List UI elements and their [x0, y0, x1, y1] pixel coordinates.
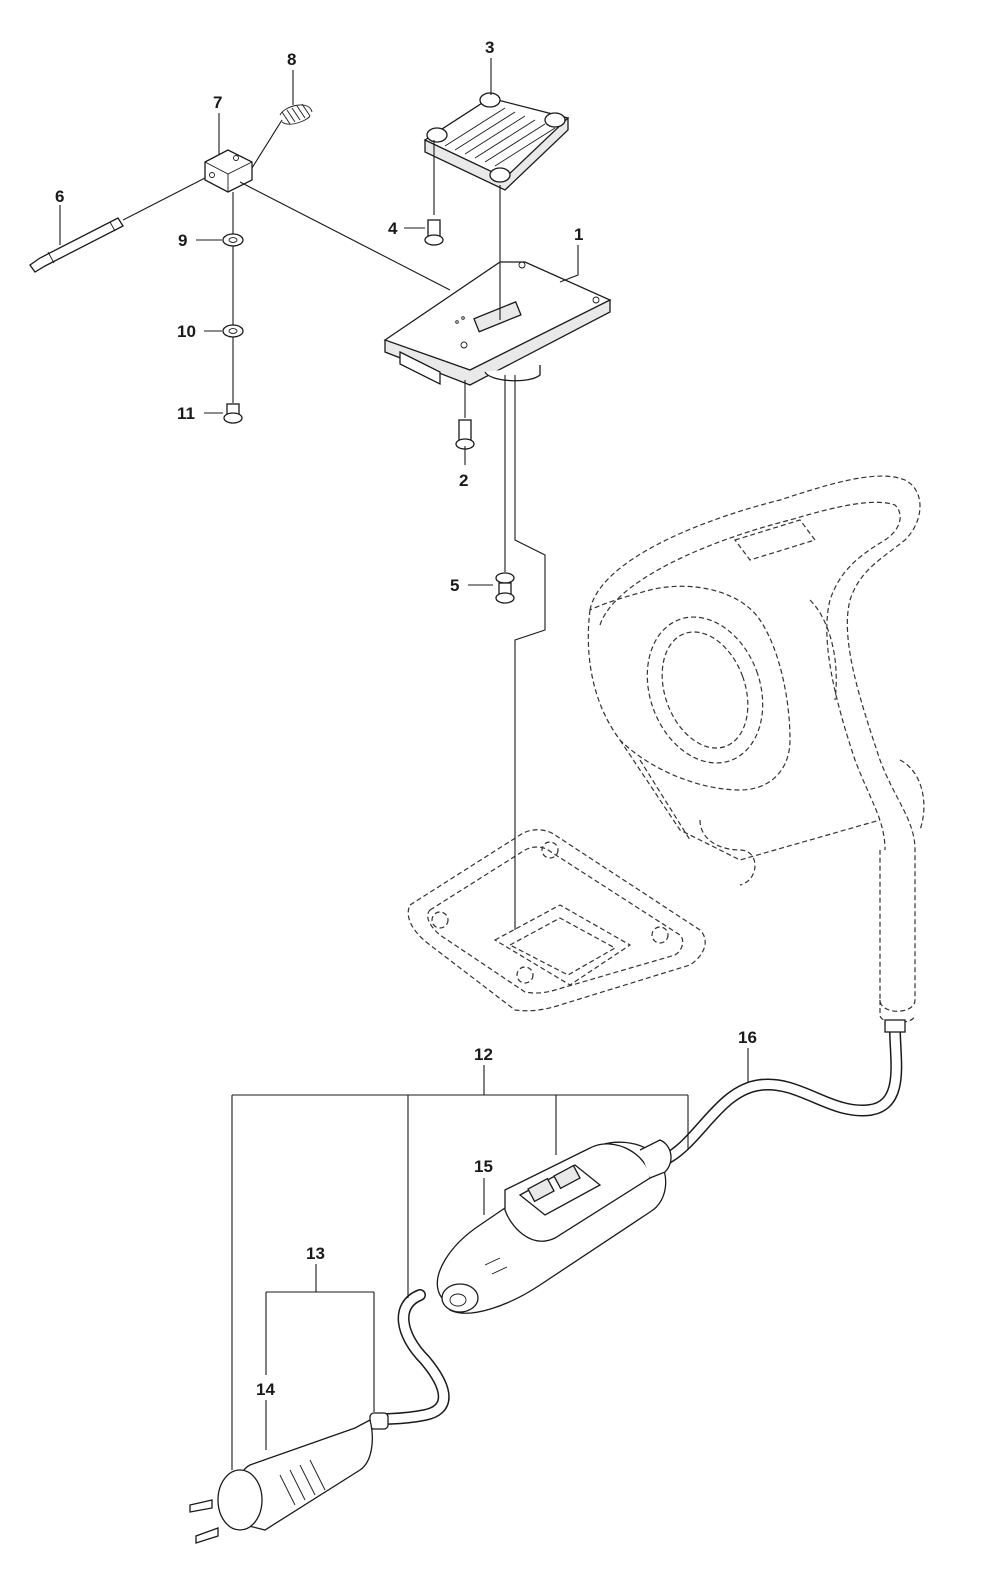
- part-11-screw: [223, 403, 243, 424]
- part-10-washer: [222, 324, 244, 338]
- tool-housing-outline: [407, 475, 925, 1024]
- callout-labels: 1 2 3 4 5 6 7 8 9 10 11 12 13 14 15 16: [55, 38, 757, 1399]
- callout-7: 7: [213, 93, 222, 112]
- callout-4: 4: [388, 219, 398, 238]
- leader-lines: [59, 58, 749, 1470]
- part-6-pin: [29, 217, 124, 273]
- callout-10: 10: [177, 322, 196, 341]
- part-2-screw: [455, 419, 475, 450]
- part-14-plug: [189, 1419, 373, 1544]
- part-8-spring: [279, 103, 313, 125]
- part-15-prcd-switch: [436, 1139, 672, 1314]
- part-16-power-cord: [662, 1019, 906, 1164]
- callout-2: 2: [459, 471, 468, 490]
- part-13-cord: [369, 1289, 450, 1430]
- part-1-circuit-plate: [383, 261, 612, 386]
- callout-3: 3: [485, 38, 494, 57]
- part-7-block: [204, 149, 253, 193]
- callout-11: 11: [177, 404, 195, 423]
- callout-12: 12: [474, 1045, 493, 1064]
- callout-1: 1: [574, 225, 583, 244]
- part-5-screw: [495, 572, 515, 604]
- callout-15: 15: [474, 1157, 493, 1176]
- callout-14: 14: [256, 1380, 275, 1399]
- part-9-washer: [222, 233, 244, 247]
- callout-16: 16: [738, 1028, 757, 1047]
- callout-9: 9: [178, 231, 187, 250]
- part-4-screw: [424, 219, 444, 246]
- callout-8: 8: [287, 50, 296, 69]
- callout-5: 5: [450, 576, 459, 595]
- callout-6: 6: [55, 187, 64, 206]
- callout-13: 13: [306, 1244, 325, 1263]
- part-3-heat-sink: [423, 92, 570, 191]
